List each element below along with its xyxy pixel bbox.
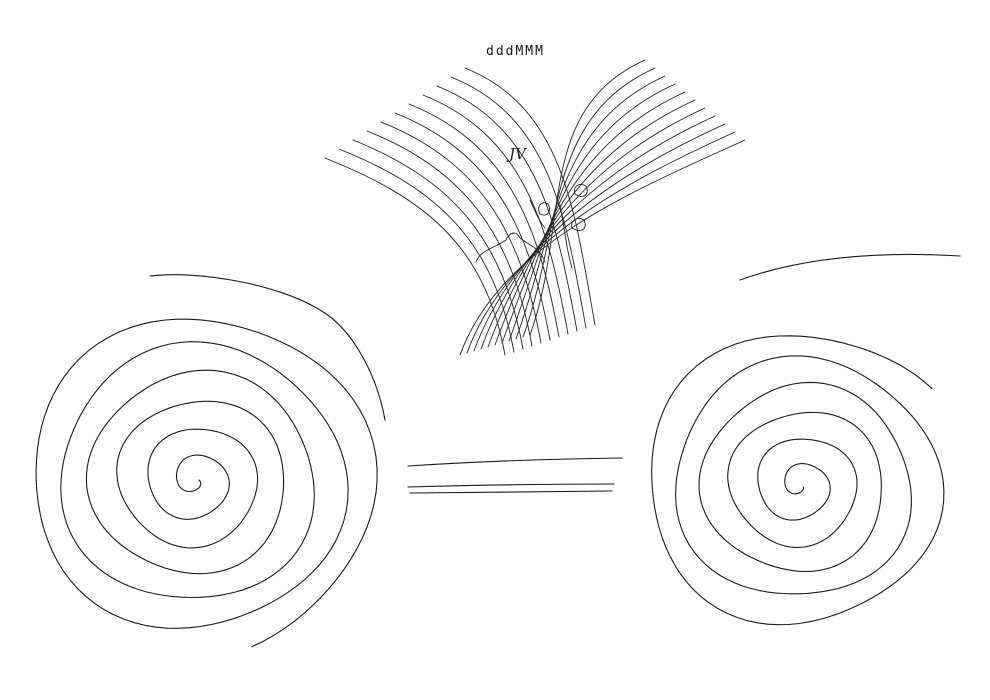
bundle-line (338, 148, 515, 353)
outer-arc-right (739, 253, 961, 281)
bundle-line (450, 76, 587, 329)
bundle-line (324, 157, 506, 356)
spiral-path (651, 335, 945, 626)
bundle-line (473, 123, 726, 352)
outer-arc-left (149, 274, 386, 421)
bundle-line (464, 67, 596, 326)
crossing-lines-icon (324, 59, 746, 356)
bundle-line (408, 103, 560, 338)
bundle-line (394, 112, 551, 341)
bundle-line (480, 115, 716, 350)
bundle-line (501, 91, 686, 344)
handwritten-annotation-middle: JV (509, 145, 526, 163)
handwritten-annotation-top: dddMMM (486, 44, 545, 59)
spiral-right-icon (651, 335, 945, 626)
parallel-lines-icon (407, 457, 623, 494)
bundle-line (459, 139, 746, 356)
bundle-line (487, 107, 706, 348)
bundle-line (522, 67, 656, 338)
bundle-line (436, 85, 578, 332)
bundle-line (466, 131, 736, 354)
bundle-line (366, 130, 533, 347)
spiral-left-icon (35, 318, 378, 648)
small-marks (475, 183, 588, 269)
bundle-line (422, 94, 569, 335)
bundle-line (508, 83, 676, 342)
bundle-line (352, 139, 524, 350)
bundle-line (529, 59, 646, 336)
bundle-line (515, 75, 666, 340)
bundle-line (494, 99, 696, 346)
bundle-line (380, 121, 542, 344)
spiral-path (35, 318, 378, 648)
